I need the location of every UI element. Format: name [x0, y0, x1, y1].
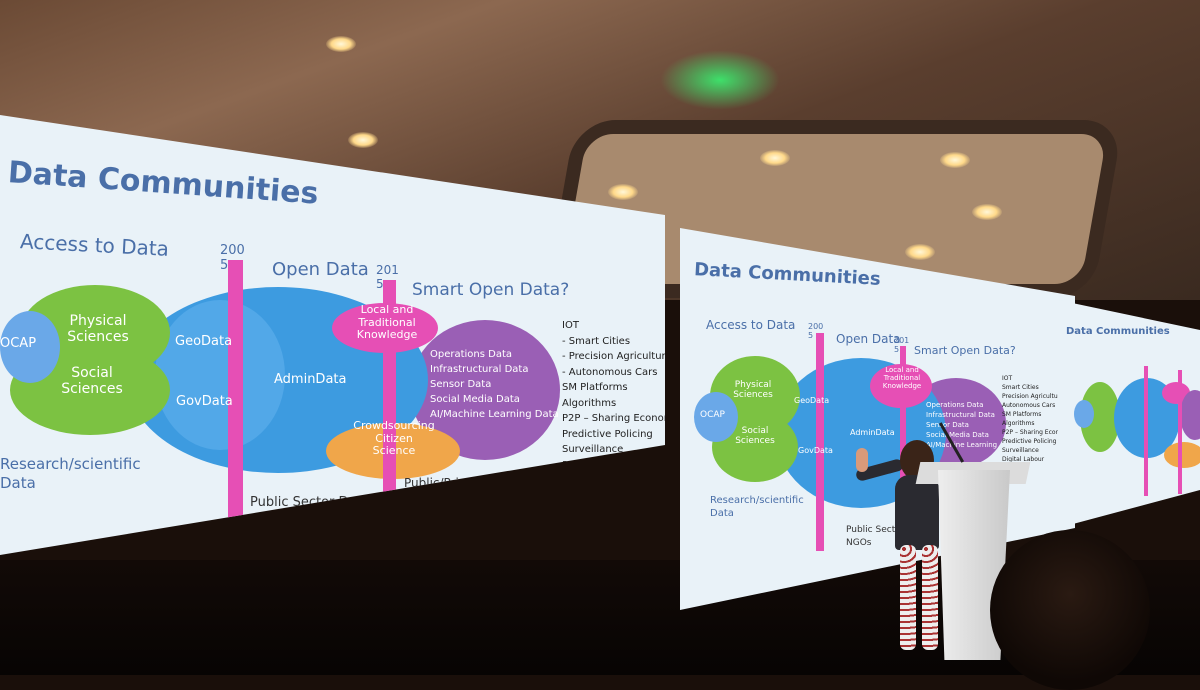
blob-label-local: Local and Traditional Knowledge — [356, 303, 418, 342]
label-year-2015: 201 5 — [376, 263, 399, 291]
slide-title: Data Communities — [6, 155, 320, 212]
speaker-body — [895, 475, 939, 550]
ceiling-light — [940, 152, 970, 168]
slide-mid-public-sector: Public Sector NGOs — [846, 525, 905, 548]
slide-mid-local-label: Local and Traditional Knowledge — [882, 366, 922, 391]
ceiling-light — [326, 36, 356, 52]
timeline-bar-2005 — [228, 260, 243, 530]
slide-mid-access: Access to Data — [706, 318, 796, 332]
slide-mid-geodata-label: GeoData — [794, 396, 830, 405]
blob-label-govdata: GovData — [176, 394, 233, 409]
middle-screen: Data Communities Access to Data 200 5 Op… — [680, 228, 1075, 610]
slide-right-bar-2005 — [1144, 366, 1148, 496]
ceiling-light — [760, 150, 790, 166]
blob-label-physical: Physical Sciences — [67, 313, 129, 346]
ceiling-light — [972, 204, 1002, 220]
blob-label-social: Social Sciences — [61, 365, 123, 398]
slide-mid-social-label: Social Sciences — [735, 426, 775, 447]
slide-right-blob-ocap — [1074, 400, 1094, 428]
blob-label-geodata: GeoData — [175, 334, 233, 349]
green-light — [660, 50, 780, 110]
slide-mid-physical-label: Physical Sciences — [733, 380, 773, 401]
slide-mid-year-2005: 200 5 — [808, 322, 824, 340]
speaker-pants — [900, 545, 916, 650]
label-open-data: Open Data — [272, 259, 369, 280]
speaker-hand — [856, 448, 868, 472]
slide-mid-research: Research/scientific Data — [710, 495, 804, 519]
label-public-sector: Public Sector Data NGOs — [250, 495, 370, 529]
label-research: Research/scientific Data — [0, 455, 141, 492]
ceiling-light — [348, 132, 378, 148]
slide-right-bar-2015 — [1178, 370, 1182, 494]
ceiling-light — [608, 184, 638, 200]
blob-label-ocap: OCAP — [0, 336, 37, 351]
ceiling-light — [905, 244, 935, 260]
slide-right-blob-orange — [1164, 442, 1200, 468]
slide-right-blob-purple — [1180, 390, 1200, 440]
right-screen: Data Communities — [1058, 300, 1200, 528]
blob-label-crowdsourcing: Crowdsourcing Citizen Science — [353, 419, 435, 458]
timeline-bar-2015 — [383, 280, 396, 525]
slide-mid-govdata-label: GovData — [798, 446, 833, 455]
slide-right-title: Data Communities — [1066, 326, 1170, 337]
slide-mid-smart-open: Smart Open Data? — [914, 344, 1016, 357]
slide-mid-open-data: Open Data — [836, 332, 901, 346]
slide-mid-blob-ocap — [694, 392, 738, 442]
blob-blue-inner — [155, 300, 285, 450]
label-access-to-data: Access to Data — [19, 229, 170, 261]
iot-list: IOT - Smart Cities - Precision Agricultu… — [562, 320, 665, 502]
blob-label-admindata: AdminData — [274, 372, 347, 387]
slide-mid-year-2015: 201 5 — [894, 336, 910, 354]
slide-mid-bar-2005 — [816, 333, 824, 551]
label-year-2005: 200 5 — [220, 243, 245, 273]
slide-mid-ocap-label: OCAP — [700, 410, 725, 420]
blob-label-smart-list: Operations Data Infrastructural Data Sen… — [430, 349, 559, 420]
blob-ocap — [0, 311, 60, 383]
slide-mid-bar-2015 — [900, 346, 906, 546]
label-smart-open-data: Smart Open Data? — [412, 280, 570, 300]
audience-head — [990, 530, 1150, 690]
slide-mid-smart-list-label: Operations Data Infrastructural Data Sen… — [926, 401, 998, 449]
speaker-pants — [922, 545, 938, 650]
slide-mid-admindata-label: AdminData — [850, 428, 895, 437]
slide-mid-title: Data Communities — [693, 259, 882, 290]
label-public-private: Public/Private Sector Data? — [404, 476, 528, 507]
